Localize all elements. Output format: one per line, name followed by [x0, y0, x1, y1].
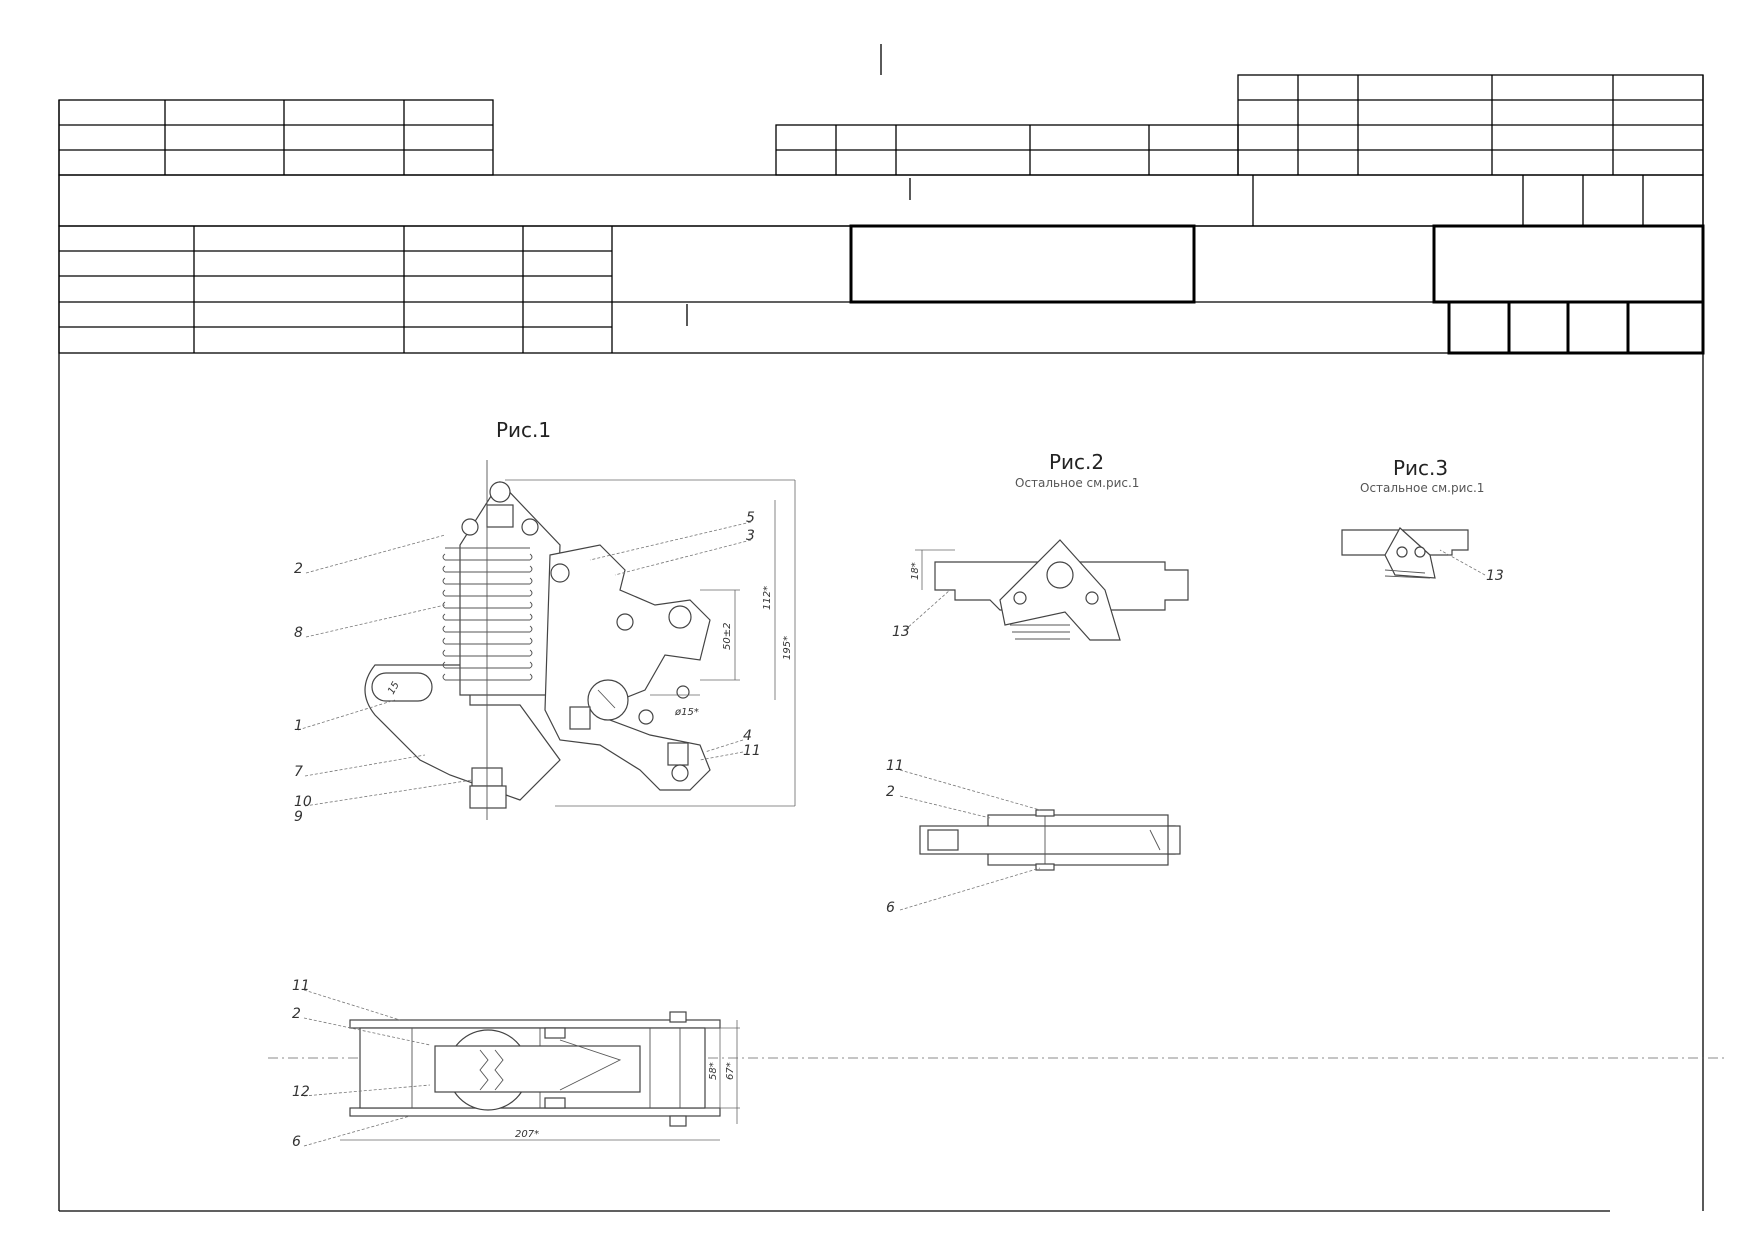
pos-fig1-3: 3 [746, 528, 755, 544]
pos-fig1-9: 9 [294, 809, 303, 825]
fig1-leaders [297, 521, 752, 807]
pos-fig2b-11: 11 [886, 758, 904, 774]
dim-195: 195* [782, 636, 793, 660]
pos-fig1b-2: 2 [292, 1006, 301, 1022]
fig3-leader-13 [1439, 549, 1486, 576]
pos-fig1-2: 2 [294, 561, 303, 577]
fig3-drawing [1341, 527, 1469, 579]
pos-fig1-4: 4 [743, 728, 752, 744]
sheet-frame [58, 44, 1704, 1212]
pos-fig3-13: 13 [1486, 568, 1504, 584]
fig3-title: Рис.3 [1393, 456, 1448, 480]
dim-112: 112* [762, 586, 773, 610]
dim-207: 207* [515, 1129, 539, 1140]
pos-fig1b-12: 12 [292, 1084, 310, 1100]
fig1-title: Рис.1 [496, 418, 551, 442]
dim-15: ø15* [674, 707, 699, 718]
fig1-drawing [364, 460, 796, 820]
pos-fig1-11: 11 [743, 743, 761, 759]
fig1-bottom-view [268, 1011, 1728, 1141]
fig2-subtitle: Остальное см.рис.1 [1015, 476, 1139, 490]
title-block-row-2 [58, 174, 1704, 227]
dim-67: 67* [725, 1062, 736, 1080]
dim-50: 50±2 [722, 623, 733, 650]
fig2-title: Рис.2 [1049, 450, 1104, 474]
fig2-bottom-view [919, 809, 1181, 871]
pos-fig1-10: 10 [294, 794, 312, 810]
pos-fig2b-6: 6 [886, 900, 895, 916]
spring-coils [442, 547, 533, 681]
fig2-bottom-leaders [899, 769, 1041, 911]
pos-fig1b-6: 6 [292, 1134, 301, 1150]
fig2-drawing [915, 539, 1189, 641]
fig1-bottom-leaders [303, 989, 431, 1147]
title-block-top-right [1237, 74, 1704, 176]
pos-fig2b-2: 2 [886, 784, 895, 800]
dim-18: 18* [910, 562, 921, 580]
title-block-top-middle [775, 124, 1239, 176]
title-block-top-left [58, 99, 494, 176]
pos-fig1b-11: 11 [292, 978, 310, 994]
fig2-leader-13 [904, 589, 951, 631]
pos-fig1-8: 8 [294, 625, 303, 641]
pos-fig1-1: 1 [294, 718, 303, 734]
title-block-bottom [58, 224, 1705, 355]
dim-58: 58* [708, 1062, 719, 1080]
pos-fig2-13: 13 [892, 624, 910, 640]
fig3-subtitle: Остальное см.рис.1 [1360, 481, 1484, 495]
pos-fig1-7: 7 [294, 764, 303, 780]
pos-fig1-5: 5 [746, 510, 755, 526]
